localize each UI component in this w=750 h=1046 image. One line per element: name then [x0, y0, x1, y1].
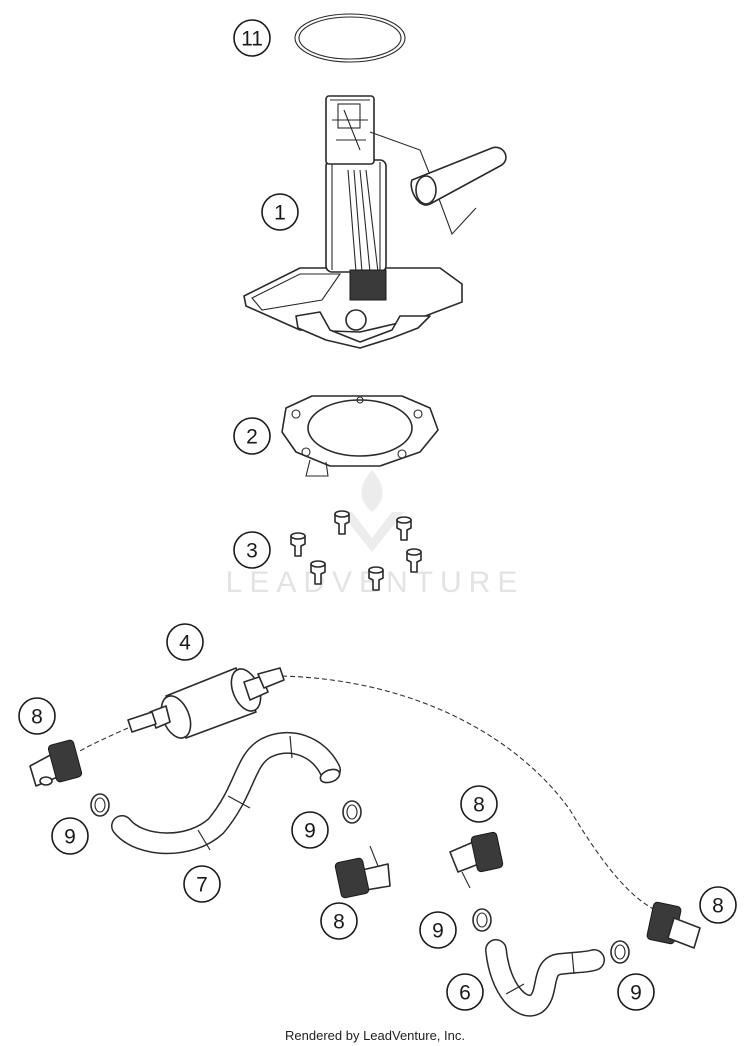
callout-9: 9	[51, 817, 89, 855]
svg-text:11: 11	[241, 28, 263, 51]
credit-text: Rendered by LeadVenture, Inc.	[285, 1028, 465, 1043]
fuel-hose-part	[111, 731, 341, 855]
callout-1: 1	[261, 193, 299, 231]
quick-connector-part	[334, 845, 391, 899]
callout-3: 3	[233, 531, 271, 569]
hose-clamp-part	[90, 793, 110, 817]
callout-7: 7	[183, 865, 221, 903]
callout-9: 9	[617, 973, 655, 1011]
quick-connector-part	[646, 901, 701, 949]
hose-clamp-part	[610, 940, 630, 964]
svg-text:9: 9	[64, 826, 76, 849]
svg-text:9: 9	[432, 920, 444, 943]
assembly-line	[281, 675, 661, 913]
hose-clamp-part	[342, 800, 362, 824]
svg-text:1: 1	[274, 202, 286, 225]
quick-connector-part	[29, 739, 83, 787]
svg-text:3: 3	[246, 540, 258, 563]
fuel-hose-part	[485, 939, 605, 1017]
callout-8: 8	[320, 902, 358, 940]
callout-2: 2	[233, 417, 271, 455]
callout-6: 6	[446, 973, 484, 1011]
callout-9: 9	[291, 811, 329, 849]
svg-text:8: 8	[473, 794, 485, 817]
gasket-part	[281, 395, 439, 477]
callout-8: 8	[699, 886, 737, 924]
callout-11: 11	[233, 19, 271, 57]
svg-text:7: 7	[196, 874, 208, 897]
screws-part	[290, 510, 422, 591]
svg-text:4: 4	[179, 632, 191, 655]
quick-connector-part	[449, 831, 504, 889]
svg-text:9: 9	[304, 820, 316, 843]
fuel-pump-assembly-part	[243, 95, 507, 349]
callout-4: 4	[166, 623, 204, 661]
callout-9: 9	[419, 911, 457, 949]
o-ring-part	[294, 13, 406, 63]
hose-clamp-part	[472, 908, 492, 932]
svg-text:8: 8	[333, 911, 345, 934]
svg-text:8: 8	[31, 706, 43, 729]
svg-text:2: 2	[246, 426, 258, 449]
callout-8: 8	[18, 697, 56, 735]
svg-text:9: 9	[630, 982, 642, 1005]
svg-text:6: 6	[459, 982, 471, 1005]
assembly-line	[77, 727, 129, 753]
svg-text:8: 8	[712, 895, 724, 918]
callout-8: 8	[460, 785, 498, 823]
fuel-filter-part	[127, 667, 285, 739]
